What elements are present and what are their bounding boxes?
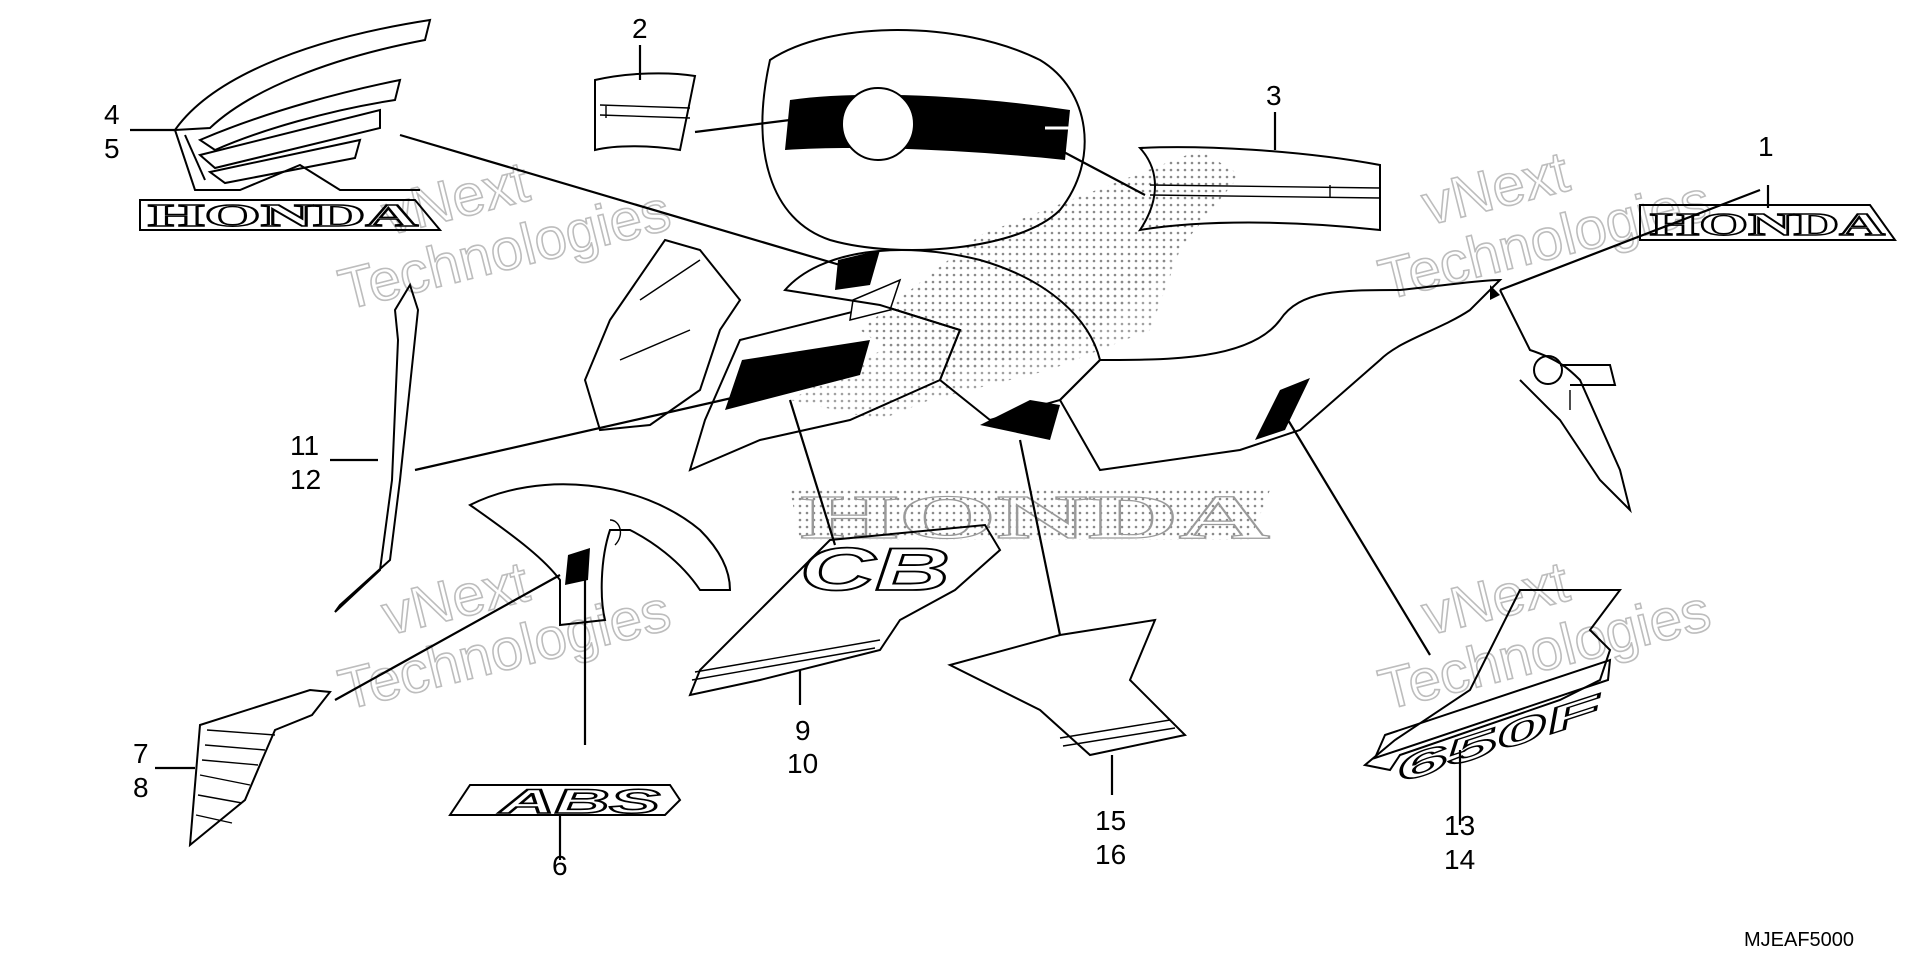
callout-5: 5 [104, 133, 120, 164]
fender-decal-7-8 [188, 688, 332, 848]
motorcycle-body-outline [583, 238, 1632, 514]
wing-logo-decal: HONDA [139, 18, 443, 234]
callout-16: 16 [1095, 839, 1126, 870]
callout-2: 2 [632, 13, 648, 44]
tank-dotted-graphic: HONDA [790, 150, 1271, 553]
stripe-decal-11-12 [334, 282, 420, 613]
callout-1: 1 [1758, 131, 1774, 162]
callout-12: 12 [290, 464, 321, 495]
callout-14: 14 [1444, 844, 1475, 875]
callout-8: 8 [133, 772, 149, 803]
callout-9: 9 [795, 715, 811, 746]
cb-fairing-decal-9-10: CB [688, 523, 1002, 697]
tank-side-decal-15-16 [947, 618, 1188, 757]
tail-honda-decal: HONDA [1639, 204, 1897, 243]
tail-honda-text: HONDA [1650, 206, 1885, 242]
leader-lines [130, 45, 1770, 860]
tank-top-decal-2 [594, 72, 697, 152]
callout-7: 7 [133, 738, 149, 769]
drawing-code: MJEAF5000 [1744, 929, 1854, 951]
callout-3: 3 [1266, 80, 1282, 111]
abs-text: ABS [498, 783, 661, 821]
callout-4: 4 [104, 99, 120, 130]
cb-text: CB [800, 536, 950, 603]
front-fender [468, 483, 732, 627]
abs-badge-6: ABS [448, 782, 682, 822]
callout-10: 10 [787, 748, 818, 779]
fuel-tank-top [761, 29, 1086, 251]
callout-13: 13 [1444, 810, 1475, 841]
callout-6: 6 [552, 850, 568, 881]
callout-labels: 1 2 3 4 5 6 7 8 9 10 11 12 13 14 15 16 [104, 13, 1774, 881]
tank-side-decal-3 [1137, 146, 1381, 232]
callout-15: 15 [1095, 805, 1126, 836]
wing-honda-text: HONDA [148, 197, 418, 233]
callout-11: 11 [290, 430, 319, 461]
